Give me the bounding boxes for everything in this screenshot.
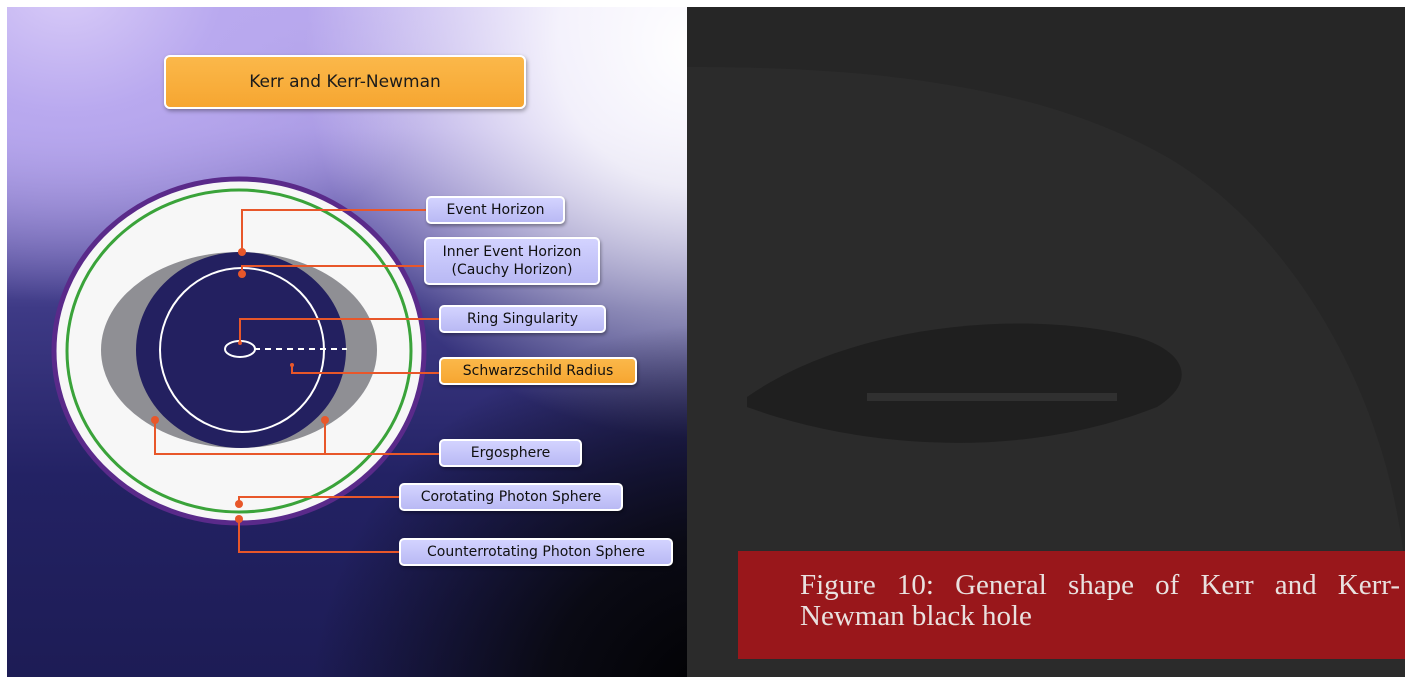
caption-text: Figure 10: General shape of Kerr and Ker… <box>800 569 1400 632</box>
figure-caption: Figure 10: General shape of Kerr and Ker… <box>738 551 1405 659</box>
black-hole-diagram <box>51 176 439 553</box>
label-schwarzschild-radius: Schwarzschild Radius <box>439 357 637 385</box>
label-event-horizon: Event Horizon <box>426 196 565 224</box>
event-horizon-disk <box>136 252 346 448</box>
leader-dots <box>151 248 329 523</box>
label-inner-event-horizon: Inner Event Horizon (Cauchy Horizon) <box>424 237 600 285</box>
label-corotating-photon-sphere: Corotating Photon Sphere <box>399 483 623 511</box>
diagram-title: Kerr and Kerr-Newman <box>164 55 526 109</box>
label-inner-event-horizon-line2: (Cauchy Horizon) <box>451 262 573 278</box>
photon-sphere-ring <box>65 188 413 514</box>
label-inner-event-horizon-line1: Inner Event Horizon <box>442 244 582 260</box>
label-ergosphere: Ergosphere <box>439 439 582 467</box>
diagram-panel: Kerr and Kerr-Newman <box>7 7 687 677</box>
label-counterrotating-photon-sphere: Counterrotating Photon Sphere <box>399 538 673 566</box>
watermark-logo <box>687 67 1405 677</box>
label-ring-singularity: Ring Singularity <box>439 305 606 333</box>
caption-panel: Figure 10: General shape of Kerr and Ker… <box>687 7 1405 677</box>
